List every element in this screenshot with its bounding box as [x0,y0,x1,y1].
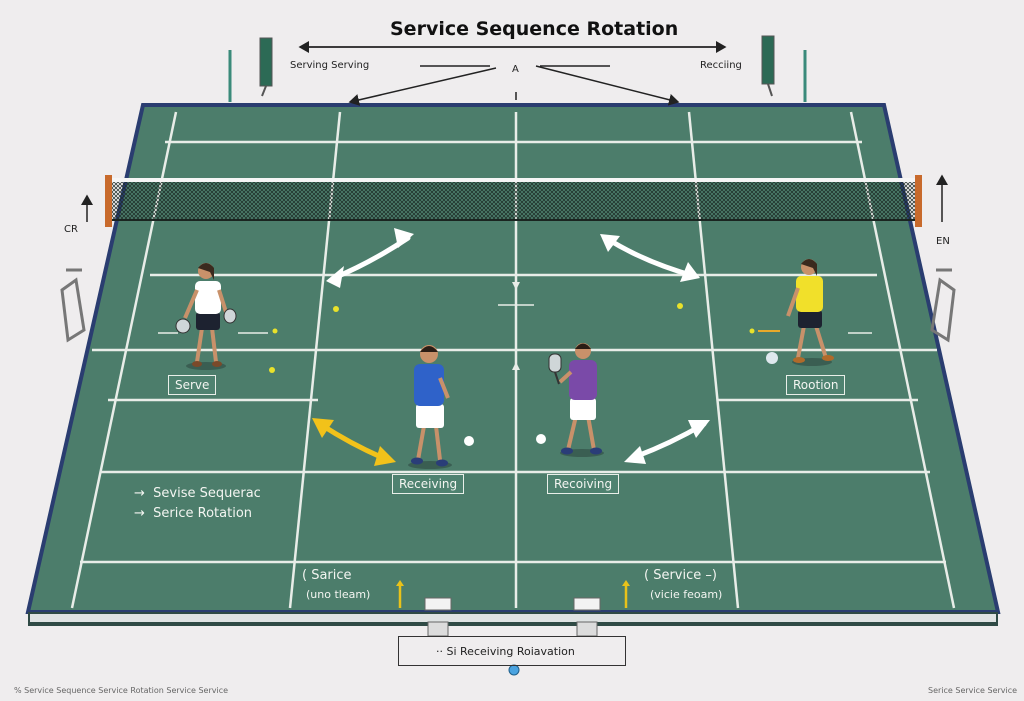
receiving-rotation-box [398,636,626,666]
legend-label: Sevise Sequerac [153,486,261,501]
box-text: Receiving Roiavation [460,645,575,658]
player-purple [548,343,604,457]
ball [269,367,275,373]
ball [333,306,339,312]
legend-arrow: → [134,486,145,501]
legend-item: → Serice Rotation [134,506,252,521]
highlight-arrow [312,418,396,466]
ball [766,352,778,364]
player-right-yellow [786,259,834,366]
service-right-line1: ( Service –) [644,568,717,583]
marker-dot [508,664,520,676]
top-center-label: A [512,64,519,75]
service-left-line1: ( Sarice [302,568,352,583]
stand-right [761,35,807,102]
ball [536,434,546,444]
receiving-tag-right: Recoiving [547,474,620,494]
legend-item: → Sevise Sequerac [134,486,261,501]
legend-label: Serice Rotation [153,506,253,521]
ball [272,328,278,334]
rotation-arrow-head [600,234,620,252]
ball [749,328,755,334]
top-left-label: Serving Serving [290,60,370,71]
rotation-arrow-head [326,266,344,288]
side-right-label: EN [936,236,950,247]
rotation-arrow-head [394,228,414,248]
net [112,180,915,220]
serve-tag: Serve [168,375,217,395]
rotation-arrow-head [624,446,646,464]
service-markers [158,250,872,420]
footer-right: Serice Service Service [928,686,1018,695]
top-right-label: Recciing [700,60,742,71]
box-prefix: ·· Si [436,645,457,658]
stand-left [228,37,273,102]
balls [269,303,780,446]
net-post-left [105,175,112,227]
top-arrows [81,41,948,222]
side-chair-right [930,268,956,343]
baseline-strip [30,614,996,622]
side-chair-left [60,268,86,343]
footer-left: % Service Sequence Service Rotation Serv… [14,686,229,695]
ball [677,303,683,309]
player-blue [408,345,452,469]
rotation-tag: Rootion [786,375,846,395]
net-post-right [915,175,922,227]
player-left-white [175,263,237,370]
receiving-tag-left: Receiving [392,474,465,494]
rotation-arrow-head [688,420,710,438]
service-right-line2: (vicie feoam) [650,588,723,601]
side-left-label: CR [64,224,78,235]
legend-arrow: → [134,506,145,521]
service-left-line2: (uno tleam) [306,588,371,601]
rotation-arrow-head [680,262,700,282]
page-title: Service Sequence Rotation [390,18,679,40]
ball [464,436,474,446]
receiving-rotation-label: ·· Si Receiving Roiavation [436,645,575,658]
